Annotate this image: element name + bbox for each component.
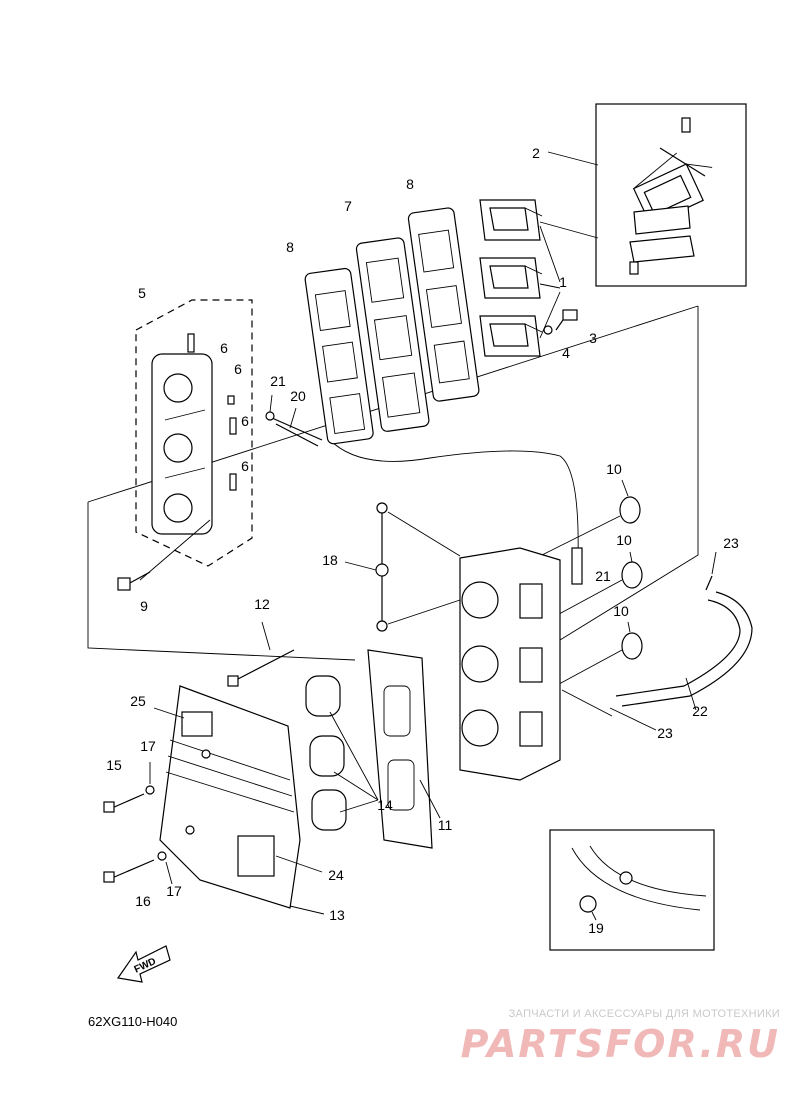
callout-c6d: 6: [241, 458, 249, 474]
callout-c17a: 17: [140, 738, 156, 754]
callout-c15: 15: [106, 757, 122, 773]
callout-c5: 5: [138, 285, 146, 301]
callout-c7: 7: [344, 198, 352, 214]
watermark-subtitle: ЗАПЧАСТИ И АКСЕССУАРЫ ДЛЯ МОТОТЕХНИКИ: [508, 1008, 780, 1020]
callout-c1: 1: [559, 274, 567, 290]
callout-c9: 9: [140, 598, 148, 614]
callout-c10c: 10: [613, 603, 629, 619]
callout-c8a: 8: [406, 176, 414, 192]
carburetor-assembly: [459, 547, 613, 781]
callout-c13: 13: [329, 907, 345, 923]
callout-c21b: 21: [595, 568, 611, 584]
callout-c12: 12: [254, 596, 270, 612]
fwd-arrow-icon: FWD: [116, 945, 171, 983]
callout-c10a: 10: [606, 461, 622, 477]
callout-c17b: 17: [166, 883, 182, 899]
cover-gaskets: [305, 649, 441, 849]
callout-c18: 18: [322, 552, 338, 568]
drawing-code: 62XG110-H040: [88, 1014, 178, 1029]
callout-c8b: 8: [286, 239, 294, 255]
callout-c16: 16: [135, 893, 151, 909]
gaskets: [304, 207, 480, 445]
long-bolt: [227, 621, 295, 687]
callout-c4: 4: [562, 345, 570, 361]
watermark-brand: PARTSFOR.RU: [460, 1022, 780, 1066]
pins: [265, 394, 323, 447]
callout-c6b: 6: [234, 361, 242, 377]
callout-c25: 25: [130, 693, 146, 709]
callout-c23b: 23: [657, 725, 673, 741]
callout-numbers: 1234566667889101010111213141516171718192…: [106, 145, 739, 936]
callout-c24: 24: [328, 867, 344, 883]
callout-c3: 3: [589, 330, 597, 346]
callout-c22: 22: [692, 703, 708, 719]
hose: [609, 551, 753, 731]
callout-c23a: 23: [723, 535, 739, 551]
callout-c14: 14: [377, 797, 393, 813]
callout-c19: 19: [588, 920, 604, 936]
callout-c2: 2: [532, 145, 540, 161]
callout-c20: 20: [290, 388, 306, 404]
callout-c10b: 10: [616, 532, 632, 548]
callout-c21a: 21: [270, 373, 286, 389]
drain-plug-inset: [549, 829, 715, 951]
link-rod: [344, 502, 461, 632]
callout-c6a: 6: [220, 340, 228, 356]
reed-valve-assemblies: [479, 199, 599, 357]
callout-c11: 11: [438, 817, 453, 833]
intake-manifold: [117, 299, 253, 591]
callout-c6c: 6: [241, 413, 249, 429]
intake-silencer: [103, 685, 325, 915]
reed-valve-detail-inset: [547, 103, 747, 287]
